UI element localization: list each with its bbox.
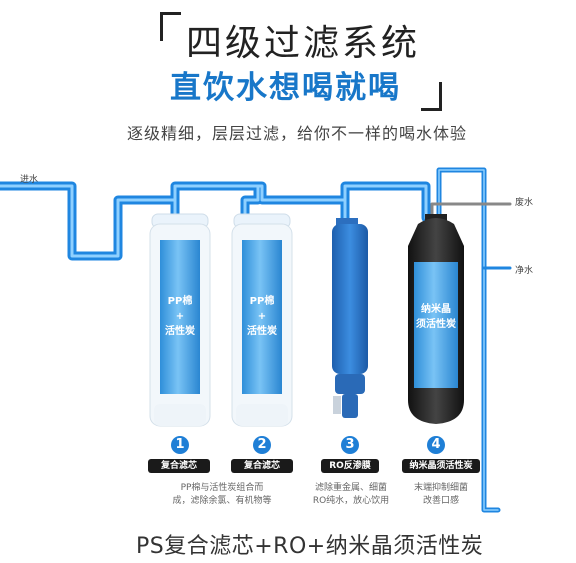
stage-1-desc-line2: 成，滤除余氯、有机物等 <box>172 496 272 506</box>
cartridge-4-label-line2: 须活性炭 <box>416 319 456 330</box>
waste-label: 废水 <box>515 198 534 208</box>
stage-4-number: 4 <box>427 436 445 454</box>
cartridge-2-label: PP棉 + 活性炭 <box>237 294 287 339</box>
stage-1-2-description: PP棉与活性炭组合而 成，滤除余氯、有机物等 <box>152 482 292 508</box>
cartridge-2-label-line1: PP棉 <box>249 296 275 307</box>
cartridge-1-label-line1: PP棉 <box>167 296 193 307</box>
inlet-label: 进水 <box>20 175 39 185</box>
tagline: 逐级精细，层层过滤，给你不一样的喝水体验 <box>127 124 468 143</box>
page-subtitle: 直饮水想喝就喝 <box>170 70 401 106</box>
stage-4-description: 末端抑制细菌 改善口感 <box>405 482 477 508</box>
stage-1-desc-line1: PP棉与活性炭组合而 <box>180 483 264 493</box>
water-pipe <box>0 167 512 513</box>
cartridge-4-label: 纳米晶 须活性炭 <box>412 302 460 332</box>
cartridge-2-label-line2: + <box>257 311 267 322</box>
stage-4-tag: 纳米晶须活性炭 <box>402 459 480 473</box>
cartridge-4 <box>408 214 464 424</box>
stage-1-tag: 复合滤芯 <box>148 459 210 473</box>
stage-3-desc-line1: 滤除重金属、细菌 <box>314 483 387 493</box>
stage-3-description: 滤除重金属、细菌 RO纯水，放心饮用 <box>306 482 396 508</box>
stage-3-desc-line2: RO纯水，放心饮用 <box>312 496 390 506</box>
stage-1-number: 1 <box>171 436 189 454</box>
cartridge-1-label: PP棉 + 活性炭 <box>155 294 205 339</box>
stage-3-number: 3 <box>341 436 359 454</box>
pure-label: 净水 <box>515 266 534 276</box>
stage-4-desc-line2: 改善口感 <box>422 496 459 506</box>
stage-2-number: 2 <box>253 436 271 454</box>
cartridge-3-ro <box>332 218 368 418</box>
cartridge-1 <box>149 213 211 427</box>
cartridge-2-label-line3: 活性炭 <box>247 326 277 337</box>
footer-summary: PS复合滤芯+RO+纳米晶须活性炭 <box>136 534 484 559</box>
cartridge-4-label-line1: 纳米晶 <box>421 304 451 315</box>
cartridge-1-label-line3: 活性炭 <box>165 326 195 337</box>
page-title: 四级过滤系统 <box>186 23 421 64</box>
title-bracket-left <box>160 12 181 41</box>
stage-3-tag: RO反渗膜 <box>321 459 379 473</box>
cartridge-2 <box>231 213 293 427</box>
cartridge-1-label-line2: + <box>175 311 185 322</box>
title-bracket-right <box>421 82 442 111</box>
stage-4-desc-line1: 末端抑制细菌 <box>413 483 468 493</box>
stage-2-tag: 复合滤芯 <box>231 459 293 473</box>
